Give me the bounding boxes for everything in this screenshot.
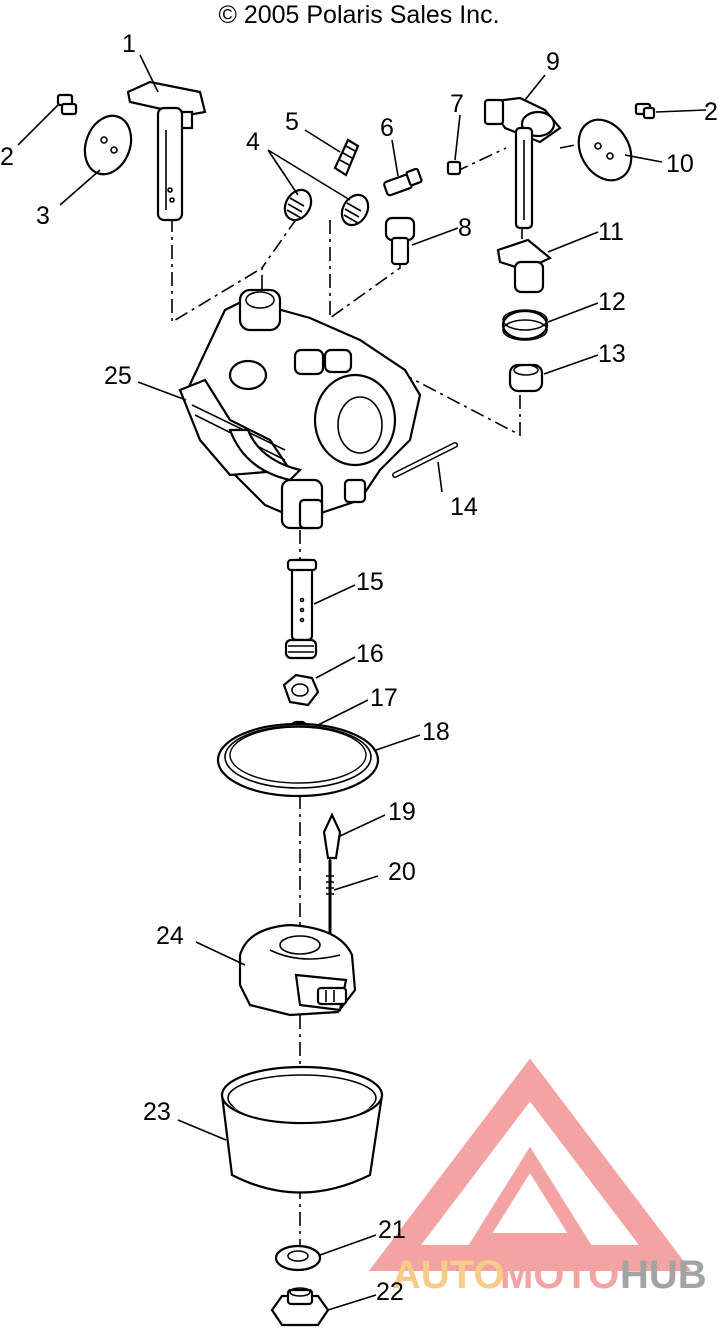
callout-leader-lines [17,54,707,1311]
callout-16: 16 [356,640,384,668]
throttle-shaft-part-1 [126,80,207,222]
bowl-bolt-part-22 [270,1287,330,1327]
pilot-screw-part-6 [383,167,423,197]
spring-part-4-right [340,193,370,227]
callout-25: 25 [104,362,132,390]
throttle-plate-part-3 [83,114,133,176]
automotohub-logo: AUTO MOTO HUB [368,1058,707,1297]
bowl-gasket-part-18 [216,722,380,798]
callout-9: 9 [546,48,560,76]
screw-part-2-right [634,102,656,120]
callout-18: 18 [422,718,450,746]
pin-part-14 [392,442,458,478]
choke-plate-part-10 [577,118,633,182]
callout-24: 24 [156,922,184,950]
callout-labels: 1 2 2 3 4 5 6 7 8 9 10 11 12 13 14 15 16… [0,30,718,1306]
callout-13: 13 [598,340,626,368]
emulsion-tube-part-15 [284,558,318,660]
callout-19: 19 [388,798,416,826]
idle-screw-part-5 [333,138,360,177]
callout-14: 14 [450,493,478,521]
screw-part-7 [446,160,462,176]
main-jet-part-16 [282,673,320,707]
watermark-hub: HUB [620,1253,707,1297]
watermark-auto: AUTO [392,1253,505,1297]
choke-lever-part-11 [496,238,553,294]
callout-1: 1 [122,30,136,58]
screw-part-2-left [56,93,78,116]
choke-spring-part-12 [501,309,549,341]
callout-3: 3 [36,202,50,230]
jet-part-8 [384,216,416,266]
callout-5: 5 [285,108,299,136]
float-needle-part-19 [322,812,342,860]
callout-2-right: 2 [704,98,718,126]
copyright-notice: © 2005 Polaris Sales Inc. [218,1,500,29]
callout-12: 12 [598,288,626,316]
choke-shaft-part-9 [483,96,562,230]
callout-15: 15 [356,568,384,596]
callout-7: 7 [450,90,464,118]
callout-6: 6 [380,114,394,142]
bushing-part-13 [508,363,544,393]
callout-11: 11 [598,218,624,246]
washer-part-21 [274,1244,322,1272]
callout-17: 17 [370,684,398,712]
callout-2-left: 2 [0,143,14,171]
callout-21: 21 [378,1216,406,1244]
float-part-24 [238,923,357,1017]
callout-10: 10 [666,150,694,178]
watermark-moto: MOTO [500,1253,619,1297]
spring-part-4-left [283,188,313,222]
carburetor-body-part-25 [178,288,422,530]
callout-22: 22 [376,1278,404,1306]
callout-23: 23 [143,1098,171,1126]
callout-8: 8 [458,214,472,242]
callout-20: 20 [388,858,416,886]
callout-4: 4 [246,128,260,156]
float-bowl-part-23 [220,1065,384,1194]
